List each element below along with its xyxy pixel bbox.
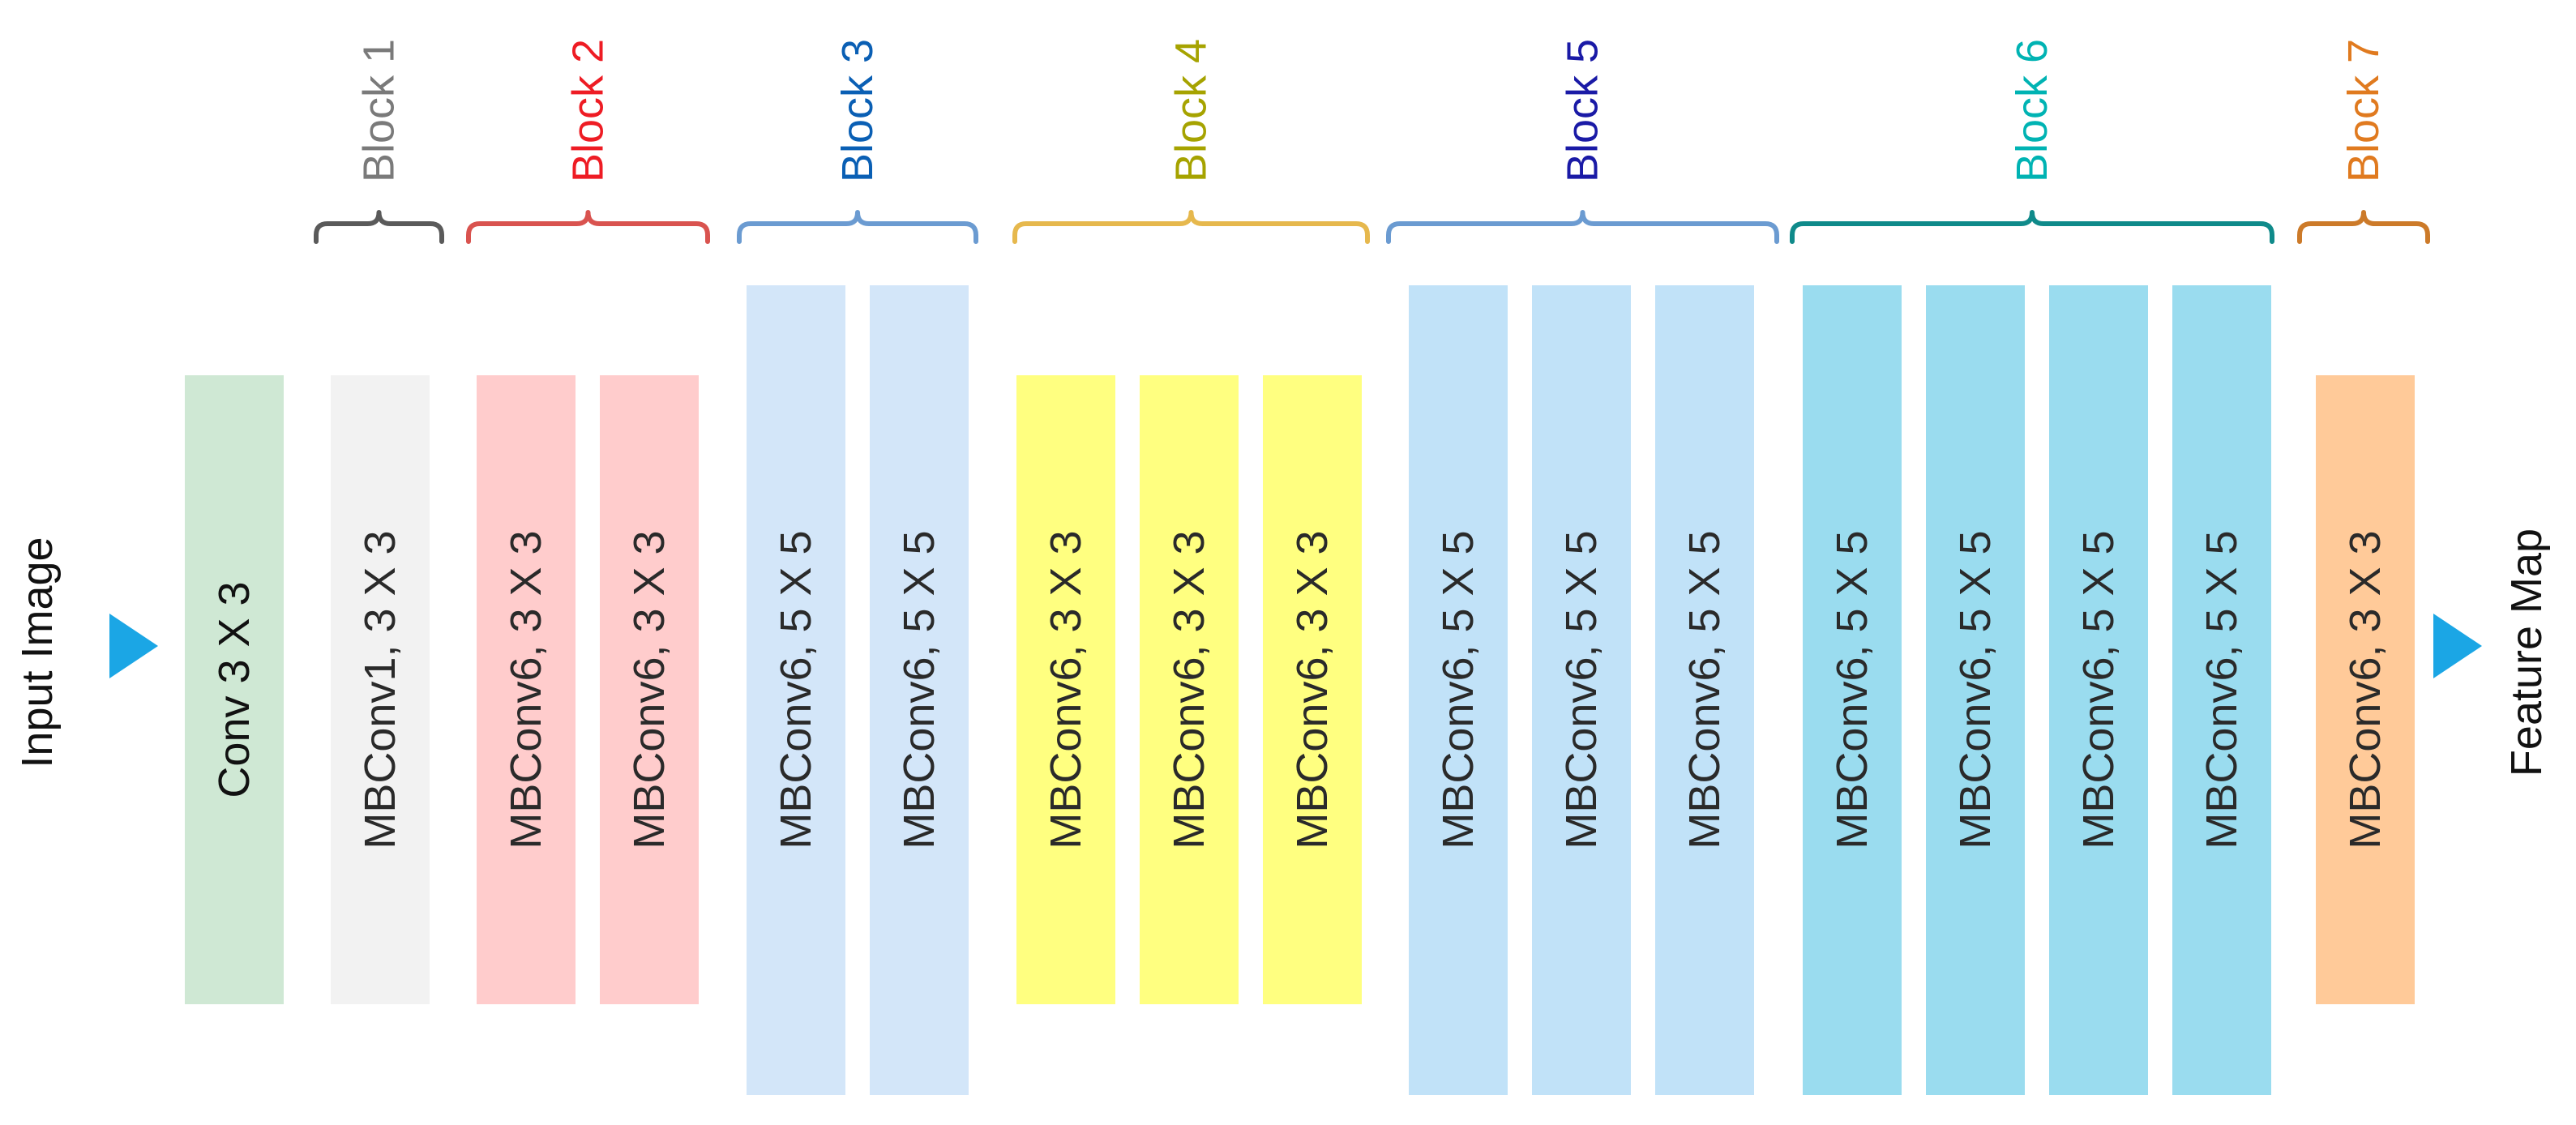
block-4-layer-1	[1016, 375, 1115, 1004]
block-4-layer-3-label: MBConv6, 3 X 3	[1288, 530, 1337, 849]
block-6-layer-2-label: MBConv6, 5 X 5	[1951, 530, 2000, 849]
block-1-brace	[314, 210, 444, 244]
block-5-layer-2-label: MBConv6, 5 X 5	[1557, 530, 1606, 849]
block-4-layer-1-label: MBConv6, 3 X 3	[1042, 530, 1090, 849]
block-5-layer-3	[1655, 285, 1754, 1095]
block-3: Block 3 MBConv6, 5 X 5 MBConv6, 5 X 5	[737, 39, 978, 1095]
block-7: Block 7 MBConv6, 3 X 3	[2297, 39, 2430, 1004]
blocks-group: Block 1 MBConv1, 3 X 3 Block 2 MBConv6, 3 X…	[314, 39, 2430, 1095]
block-5-brace	[1386, 210, 1779, 244]
block-5: Block 5 MBConv6, 5 X 5 MBConv6, 5 X 5 MBCon…	[1386, 39, 1779, 1095]
block-1-label: Block 1	[355, 39, 404, 182]
input-image-label: Input Image	[13, 537, 62, 768]
block-6-layer-4-label: MBConv6, 5 X 5	[2197, 530, 2246, 849]
block-4-brace	[1012, 210, 1370, 244]
block-6-layer-3-label: MBConv6, 5 X 5	[2074, 530, 2123, 849]
block-3-layer-2-label: MBConv6, 5 X 5	[895, 530, 944, 849]
block-6-layer-1	[1803, 285, 1902, 1095]
block-2-layer-1	[477, 375, 576, 1004]
block-6-brace	[1790, 210, 2274, 244]
block-7-layer-1-label: MBConv6, 3 X 3	[2341, 530, 2390, 849]
block-4-layer-2	[1140, 375, 1239, 1004]
block-3-brace	[737, 210, 978, 244]
output-arrow-icon	[2433, 614, 2482, 678]
block-2: Block 2 MBConv6, 3 X 3 MBConv6, 3 X 3	[466, 39, 710, 1004]
block-6: Block 6 MBConv6, 5 X 5 MBConv6, 5 X 5 MBCon…	[1790, 39, 2274, 1095]
block-5-label: Block 5	[1559, 39, 1607, 182]
block-4-layer-2-label: MBConv6, 3 X 3	[1165, 530, 1213, 849]
block-4: Block 4 MBConv6, 3 X 3 MBConv6, 3 X 3 MBCon…	[1012, 39, 1370, 1004]
input-arrow-icon	[109, 614, 158, 678]
block-3-layer-1	[747, 285, 845, 1095]
block-6-layer-3	[2049, 285, 2148, 1095]
block-2-label: Block 2	[564, 39, 613, 182]
block-1-layer-1	[331, 375, 430, 1004]
block-3-layer-2	[870, 285, 969, 1095]
block-6-layer-2	[1926, 285, 2025, 1095]
block-6-layer-4	[2172, 285, 2271, 1095]
block-7-label: Block 7	[2339, 39, 2388, 182]
block-7-brace	[2297, 210, 2430, 244]
block-2-layer-1-label: MBConv6, 3 X 3	[502, 530, 550, 849]
block-5-layer-3-label: MBConv6, 5 X 5	[1680, 530, 1729, 849]
block-2-brace	[466, 210, 710, 244]
feature-map-label: Feature Map	[2502, 528, 2551, 776]
block-5-layer-2	[1532, 285, 1631, 1095]
block-4-layer-3	[1263, 375, 1362, 1004]
block-1: Block 1 MBConv1, 3 X 3	[314, 39, 444, 1004]
block-6-layer-1-label: MBConv6, 5 X 5	[1828, 530, 1876, 849]
block-6-label: Block 6	[2008, 39, 2056, 182]
stem-conv-layer	[185, 375, 284, 1004]
block-2-layer-2-label: MBConv6, 3 X 3	[625, 530, 674, 849]
stem-conv-label: Conv 3 X 3	[210, 581, 259, 798]
block-7-layer-1	[2316, 375, 2415, 1004]
block-5-layer-1-label: MBConv6, 5 X 5	[1434, 530, 1483, 849]
block-1-layer-1-label: MBConv1, 3 X 3	[356, 530, 404, 849]
block-2-layer-2	[600, 375, 699, 1004]
block-5-layer-1	[1409, 285, 1508, 1095]
block-3-label: Block 3	[833, 39, 882, 182]
block-3-layer-1-label: MBConv6, 5 X 5	[772, 530, 820, 849]
block-4-label: Block 4	[1167, 39, 1216, 182]
